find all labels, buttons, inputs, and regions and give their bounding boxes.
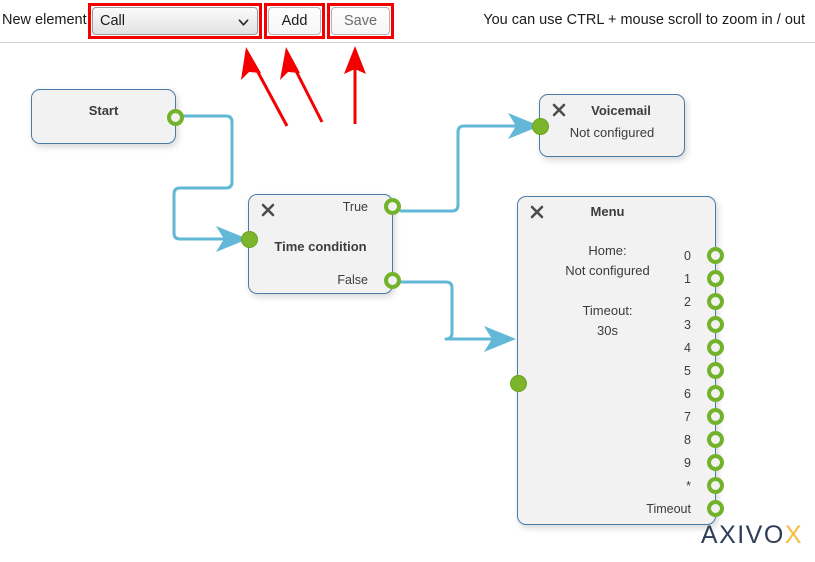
- node-time-condition[interactable]: Time condition True False: [241, 194, 401, 294]
- chevron-down-icon: [238, 17, 249, 28]
- node-menu-output-port-0[interactable]: [707, 247, 724, 264]
- node-voicemail-title: Voicemail: [591, 103, 651, 118]
- node-menu-output-port-timeout[interactable]: [707, 500, 724, 517]
- node-voicemail-subtitle: Not configured: [569, 125, 655, 140]
- node-menu-output-label-8: 8: [684, 433, 691, 447]
- logo-text-accent: X: [784, 521, 803, 549]
- node-menu-output-label-timeout: Timeout: [646, 502, 691, 516]
- node-time-condition-output-port-true[interactable]: [384, 198, 401, 215]
- node-time-condition-output-port-false[interactable]: [384, 272, 401, 289]
- node-start-output-port[interactable]: [167, 109, 184, 126]
- node-menu-output-port-star[interactable]: [707, 477, 724, 494]
- node-voicemail[interactable]: Voicemail Not configured: [532, 94, 685, 157]
- save-button[interactable]: Save: [331, 7, 390, 35]
- node-menu-output-port-7[interactable]: [707, 408, 724, 425]
- node-menu-output-label-2: 2: [684, 295, 691, 309]
- close-icon[interactable]: [530, 205, 544, 219]
- node-menu-title: Menu: [590, 204, 625, 219]
- zoom-hint-text: You can use CTRL + mouse scroll to zoom …: [483, 12, 805, 28]
- node-menu-output-port-6[interactable]: [707, 385, 724, 402]
- node-menu-output-label-4: 4: [684, 341, 691, 355]
- node-menu[interactable]: Menu Home: Not configured Timeout: 30s 0…: [510, 196, 724, 525]
- node-menu-output-port-9[interactable]: [707, 454, 724, 471]
- edge-start-to-timecondition: [172, 114, 248, 252]
- node-menu-output-port-2[interactable]: [707, 293, 724, 310]
- new-element-label: New element: [2, 12, 87, 28]
- add-button[interactable]: Add: [268, 7, 321, 35]
- node-menu-output-port-4[interactable]: [707, 339, 724, 356]
- node-start-title: Start: [88, 103, 119, 118]
- new-element-select[interactable]: Call: [92, 7, 258, 35]
- node-voicemail-input-port[interactable]: [532, 118, 549, 135]
- close-icon[interactable]: [552, 103, 566, 117]
- node-start[interactable]: Start: [31, 89, 184, 144]
- node-time-condition-output-label-true: True: [342, 200, 368, 214]
- node-time-condition-output-label-false: False: [337, 273, 368, 287]
- node-time-condition-input-port[interactable]: [241, 231, 258, 248]
- node-menu-output-port-5[interactable]: [707, 362, 724, 379]
- axivox-logo: AXIVOX: [701, 521, 803, 550]
- close-icon[interactable]: [261, 203, 275, 217]
- node-menu-output-port-1[interactable]: [707, 270, 724, 287]
- node-menu-output-port-8[interactable]: [707, 431, 724, 448]
- node-menu-timeout-label: Timeout:: [582, 303, 633, 318]
- node-menu-output-label-5: 5: [684, 364, 691, 378]
- node-menu-output-label-6: 6: [684, 387, 691, 401]
- new-element-select-value: Call: [100, 13, 125, 29]
- node-time-condition-title: Time condition: [274, 239, 367, 254]
- node-menu-home-label: Home:: [588, 243, 627, 258]
- toolbar: New element Call Add Save You can use CT…: [0, 0, 815, 43]
- edge-true-to-voicemail: [399, 113, 540, 213]
- flow-canvas[interactable]: Start Time condition True False Voicemai…: [0, 44, 815, 562]
- edge-false-to-menu: [399, 280, 516, 352]
- node-menu-home-value: Not configured: [565, 263, 650, 278]
- node-menu-output-label-1: 1: [684, 272, 691, 286]
- edge-layer: [172, 113, 540, 352]
- node-menu-output-port-3[interactable]: [707, 316, 724, 333]
- node-menu-output-label-star: *: [686, 479, 691, 493]
- node-menu-output-label-9: 9: [684, 456, 691, 470]
- node-menu-output-label-7: 7: [684, 410, 691, 424]
- node-menu-input-port[interactable]: [510, 375, 527, 392]
- logo-text-main: AXIVO: [700, 521, 785, 549]
- node-menu-timeout-value: 30s: [597, 323, 618, 338]
- node-menu-output-label-0: 0: [684, 249, 691, 263]
- node-menu-output-label-3: 3: [684, 318, 691, 332]
